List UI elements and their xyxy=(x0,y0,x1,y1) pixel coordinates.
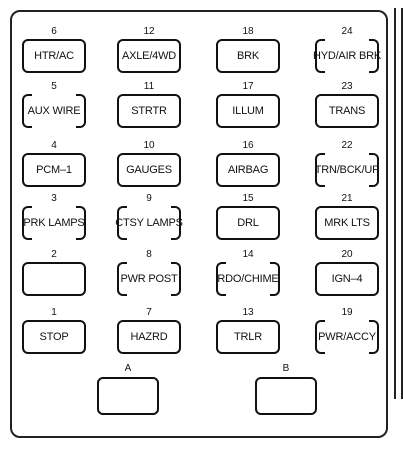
fuse-number: 6 xyxy=(51,26,57,37)
fuse-slot: HAZRD xyxy=(117,320,181,354)
fuse-label: MRK LTS xyxy=(324,217,370,229)
fuse-slot xyxy=(22,262,86,296)
fuse-slot: CTSY LAMPS xyxy=(115,206,183,240)
fuse-label: AIRBAG xyxy=(227,164,269,176)
fuse-slot: BRK xyxy=(216,39,280,73)
fuse-slot: TRANS xyxy=(315,94,379,128)
fuse-label: CTSY LAMPS xyxy=(115,217,183,229)
fuse-label: HYD/AIR BRK xyxy=(312,50,382,62)
fuse-label: PWR POST xyxy=(120,273,178,285)
fuse-slot: GAUGES xyxy=(117,153,181,187)
fuse-slot: STOP xyxy=(22,320,86,354)
fuse-slot: AXLE/4WD xyxy=(117,39,181,73)
fuse-label: AXLE/4WD xyxy=(121,50,177,62)
side-rail xyxy=(401,8,403,399)
fuse-label: GAUGES xyxy=(126,164,172,176)
fuse-number: 1 xyxy=(51,307,57,318)
fuse-slot: IGN–4 xyxy=(315,262,379,296)
fuse-label: TRANS xyxy=(328,105,366,117)
fuse-slot: TRN/BCK/UP xyxy=(314,153,380,187)
fuse-slot: HTR/AC xyxy=(22,39,86,73)
fuse-label: PRK LAMPS xyxy=(23,217,85,229)
relay-label: B xyxy=(282,363,290,374)
relay-slot xyxy=(255,377,317,415)
fuse-slot: PCM–1 xyxy=(22,153,86,187)
fuse-number: 22 xyxy=(341,140,353,151)
fuse-label: RDO/CHIME xyxy=(217,273,279,285)
fuse-slot: ILLUM xyxy=(216,94,280,128)
fuse-number: 9 xyxy=(146,193,152,204)
fuse-number: 19 xyxy=(341,307,353,318)
fuse-number: 3 xyxy=(51,193,57,204)
fuse-panel xyxy=(10,10,388,438)
fuse-label: PCM–1 xyxy=(36,164,72,176)
fuse-slot: AUX WIRE xyxy=(22,94,86,128)
fuse-number: 15 xyxy=(242,193,254,204)
fuse-number: 5 xyxy=(51,81,57,92)
fuse-label: AUX WIRE xyxy=(27,105,81,117)
fuse-number: 2 xyxy=(51,249,57,260)
fuse-slot: PRK LAMPS xyxy=(22,206,86,240)
fuse-number: 16 xyxy=(242,140,254,151)
fuse-number: 14 xyxy=(242,249,254,260)
relay-label: A xyxy=(124,363,132,374)
fuse-label: DRL xyxy=(237,217,259,229)
fuse-slot: TRLR xyxy=(216,320,280,354)
fuse-slot: HYD/AIR BRK xyxy=(312,39,382,73)
fuse-number: 8 xyxy=(146,249,152,260)
fuse-slot: DRL xyxy=(216,206,280,240)
relay-slot xyxy=(97,377,159,415)
fuse-label: BRK xyxy=(236,50,260,62)
fuse-label: ILLUM xyxy=(232,105,264,117)
fuse-slot: STRTR xyxy=(117,94,181,128)
fuse-number: 12 xyxy=(143,26,155,37)
fuse-number: 21 xyxy=(341,193,353,204)
fuse-label: TRN/BCK/UP xyxy=(314,164,380,176)
fuse-number: 17 xyxy=(242,81,254,92)
fuse-slot: PWR/ACCY xyxy=(315,320,379,354)
fuse-number: 13 xyxy=(242,307,254,318)
fuse-slot: MRK LTS xyxy=(315,206,379,240)
fuse-label: TRLR xyxy=(234,331,262,343)
fuse-number: 7 xyxy=(146,307,152,318)
fuse-label: STOP xyxy=(39,331,69,343)
fuse-number: 24 xyxy=(341,26,353,37)
fuse-slot: AIRBAG xyxy=(216,153,280,187)
fuse-label: IGN–4 xyxy=(331,273,363,285)
fuse-number: 18 xyxy=(242,26,254,37)
fuse-label: STRTR xyxy=(131,105,167,117)
fuse-number: 4 xyxy=(51,140,57,151)
fuse-number: 20 xyxy=(341,249,353,260)
fuse-label: PWR/ACCY xyxy=(318,331,376,343)
fuse-slot: RDO/CHIME xyxy=(216,262,280,296)
fuse-label: HTR/AC xyxy=(34,50,74,62)
fuse-number: 10 xyxy=(143,140,155,151)
fuse-slot: PWR POST xyxy=(117,262,181,296)
fuse-label: HAZRD xyxy=(130,331,168,343)
fuse-number: 11 xyxy=(143,81,155,92)
side-rail xyxy=(394,8,396,399)
fuse-number: 23 xyxy=(341,81,353,92)
